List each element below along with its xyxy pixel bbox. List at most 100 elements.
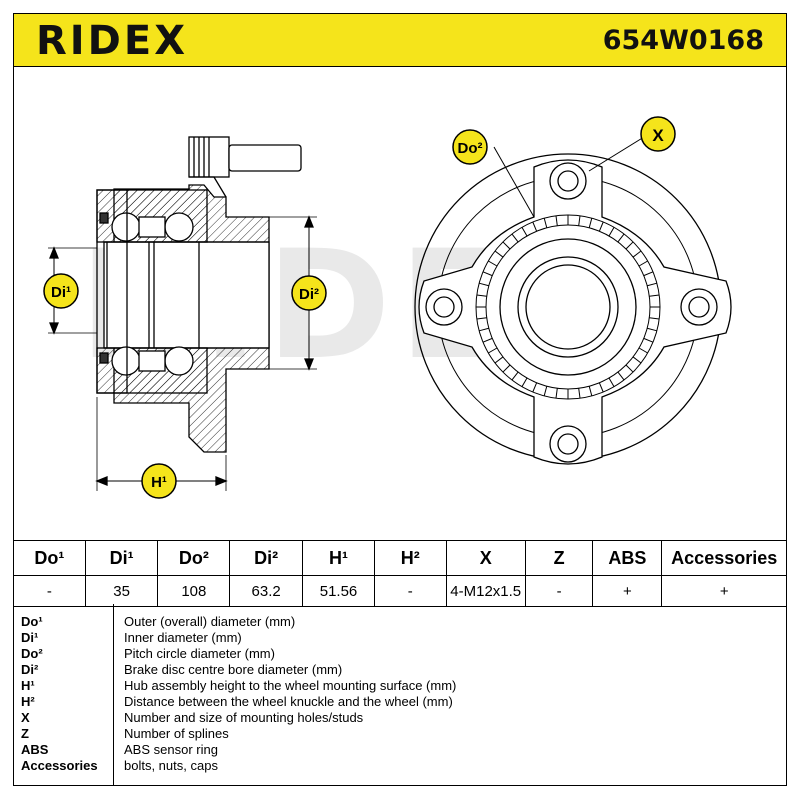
abs-tooth xyxy=(649,294,660,297)
abs-tooth xyxy=(588,386,593,396)
abs-tooth xyxy=(617,233,625,243)
legend-description: Brake disc centre bore diameter (mm) xyxy=(124,662,343,677)
spec-header-cell: Z xyxy=(524,540,594,576)
spec-value-cell: 63.2 xyxy=(229,575,303,607)
legend-description: Number of splines xyxy=(124,726,229,741)
legend-description: Number and size of mounting holes/studs xyxy=(124,710,364,725)
abs-tooth xyxy=(632,356,642,364)
spec-header-cell: Di¹ xyxy=(84,540,159,576)
abs-tooth xyxy=(543,218,548,228)
legend-code: H² xyxy=(21,694,35,709)
abs-tooth xyxy=(578,215,581,226)
legend-divider xyxy=(113,604,114,785)
label-di1-text: Di¹ xyxy=(51,284,71,301)
label-do2-text: Do² xyxy=(458,140,483,157)
legend-row: Di² Brake disc centre bore diameter (mm) xyxy=(14,662,784,678)
legend-code: Z xyxy=(21,726,29,741)
legend-description: Inner diameter (mm) xyxy=(124,630,242,645)
abs-tooth xyxy=(502,364,511,373)
abs-tooth xyxy=(638,260,648,267)
drawing-svg: RIDEX xyxy=(43,116,732,499)
legend-code: Di² xyxy=(21,662,39,677)
abs-tooth xyxy=(479,327,489,332)
legend-description: Hub assembly height to the wheel mountin… xyxy=(124,678,457,693)
abs-tooth xyxy=(521,377,528,387)
legend-code: Do¹ xyxy=(21,614,43,629)
abs-tooth xyxy=(476,317,487,320)
label-di2-badge: Di² xyxy=(291,275,327,311)
abs-tooth xyxy=(555,388,558,399)
spec-header-cell: X xyxy=(445,540,526,576)
abs-tooth xyxy=(532,382,538,393)
legend-code: Di¹ xyxy=(21,630,39,645)
abs-tooth xyxy=(608,377,615,387)
spec-value-cell: - xyxy=(524,575,594,607)
spec-header-cell: Do² xyxy=(157,540,231,576)
abs-tooth xyxy=(598,382,604,393)
spec-value-cell: + xyxy=(661,575,787,607)
legend-description: Distance between the wheel knuckle and t… xyxy=(124,694,453,709)
abs-tooth xyxy=(617,371,625,381)
abs-tooth xyxy=(647,327,657,332)
abs-tooth xyxy=(588,218,593,228)
label-h1-badge: H¹ xyxy=(141,463,177,499)
abs-tooth xyxy=(502,241,511,250)
abs-tooth xyxy=(632,250,642,258)
legend-row: Do¹ Outer (overall) diameter (mm) xyxy=(14,614,784,630)
legend-code: H¹ xyxy=(21,678,35,693)
label-h1-text: H¹ xyxy=(151,474,167,491)
abs-tooth xyxy=(479,282,489,287)
label-di1-badge: Di¹ xyxy=(43,273,79,309)
header-bar: RIDEX 654W0168 xyxy=(13,13,787,67)
abs-tooth xyxy=(638,347,648,354)
legend-code: Accessories xyxy=(21,758,98,773)
legend-row: ABS ABS sensor ring xyxy=(14,742,784,758)
front-view xyxy=(414,136,732,465)
legend-code: Do² xyxy=(21,646,43,661)
abs-tooth xyxy=(476,294,487,297)
label-di2-text: Di² xyxy=(299,286,319,303)
legend-description: bolts, nuts, caps xyxy=(124,758,218,773)
spec-value-cell: - xyxy=(374,575,447,607)
label-x-text: X xyxy=(652,126,664,145)
spec-header-cell: Di² xyxy=(229,540,303,576)
abs-tooth xyxy=(511,371,519,381)
legend-row: Accessories bolts, nuts, caps xyxy=(14,758,784,774)
abs-tooth xyxy=(649,317,660,320)
abs-tooth xyxy=(532,221,538,232)
brand-logo: RIDEX xyxy=(36,18,189,64)
spec-header-cell: Do¹ xyxy=(13,540,86,576)
legend-code: ABS xyxy=(21,742,49,757)
abs-tooth xyxy=(543,386,548,396)
abs-tooth xyxy=(494,356,504,364)
spec-value-cell: 35 xyxy=(84,575,159,607)
spec-value-cell: + xyxy=(592,575,663,607)
side-section-view xyxy=(48,136,317,491)
legend-row: Di¹ Inner diameter (mm) xyxy=(14,630,784,646)
legend-description: Pitch circle diameter (mm) xyxy=(124,646,275,661)
spec-value-cell: 51.56 xyxy=(301,575,376,607)
spec-value-cell: 4-M12x1.5 xyxy=(445,575,526,607)
technical-drawing: RIDEX xyxy=(13,67,787,540)
spec-header-cell: ABS xyxy=(592,540,663,576)
legend-description: ABS sensor ring xyxy=(124,742,218,757)
legend-row: Do² Pitch circle diameter (mm) xyxy=(14,646,784,662)
label-do2-badge: Do² xyxy=(452,129,488,165)
abs-tooth xyxy=(521,227,528,237)
spec-header-cell: H¹ xyxy=(301,540,376,576)
abs-tooth xyxy=(643,271,654,277)
spec-value-cell: - xyxy=(13,575,86,607)
abs-tooth xyxy=(482,271,493,277)
legend-box: Do¹ Outer (overall) diameter (mm) Di¹ Inner… xyxy=(13,604,787,786)
abs-tooth xyxy=(494,250,504,258)
legend-description: Outer (overall) diameter (mm) xyxy=(124,614,296,629)
part-number: 654W0168 xyxy=(602,25,764,56)
abs-ring-teeth xyxy=(476,215,660,399)
abs-tooth xyxy=(608,227,615,237)
abs-tooth xyxy=(555,215,558,226)
spec-header-cell: Accessories xyxy=(661,540,787,576)
label-x-badge: X xyxy=(640,116,676,152)
